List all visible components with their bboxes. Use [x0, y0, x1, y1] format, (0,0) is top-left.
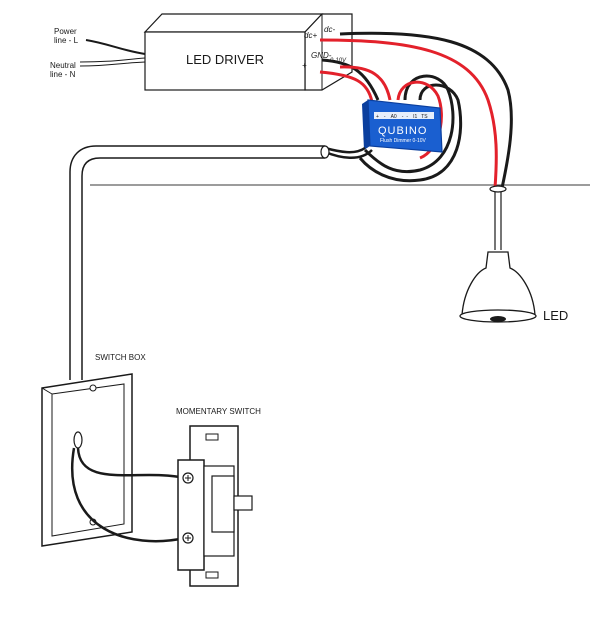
power-wire-n2 [79, 61, 146, 67]
led-driver-label: LED DRIVER [186, 52, 264, 67]
neutral-line-label-1: Neutral [50, 61, 76, 70]
switch-wire-bottom [71, 447, 186, 543]
driver-dc-plus-label: dc+ [304, 31, 317, 40]
led-label: LED [543, 308, 568, 323]
power-wire-n [79, 57, 146, 63]
neutral-line-label-2: line - N [50, 70, 76, 79]
switch-box [41, 373, 133, 547]
power-line-label-1: Power [54, 27, 77, 36]
switch-wire-top [76, 447, 186, 480]
module-to-conduit-cable-1 [324, 146, 366, 154]
module-model: Flush Dimmer 0-10V [380, 138, 427, 144]
wire-dc-plus-to-led [319, 38, 498, 189]
conduit [69, 145, 330, 380]
wire-0-10v-to-module [339, 65, 392, 101]
wire-dc-minus-to-led [339, 31, 513, 189]
momentary-switch [177, 425, 253, 587]
module-loop-black-2 [358, 83, 463, 183]
led-lamp [459, 185, 537, 323]
switch-box-label: SWITCH BOX [95, 353, 146, 362]
power-line-label-2: line - L [54, 36, 79, 45]
power-wire-l [85, 39, 146, 55]
module-brand: QUBINO [378, 125, 427, 137]
driver-dc-minus-label: dc- [324, 25, 335, 34]
momentary-switch-label: MOMENTARY SWITCH [176, 407, 261, 416]
wire-gnd-to-module [321, 58, 380, 101]
qubino-module [362, 99, 443, 153]
driver-plus-label: + [302, 61, 307, 70]
wire-plus-to-module [319, 70, 374, 103]
driver-gnd-label: GND- [311, 51, 332, 60]
module-loop-black-1 [363, 74, 455, 174]
